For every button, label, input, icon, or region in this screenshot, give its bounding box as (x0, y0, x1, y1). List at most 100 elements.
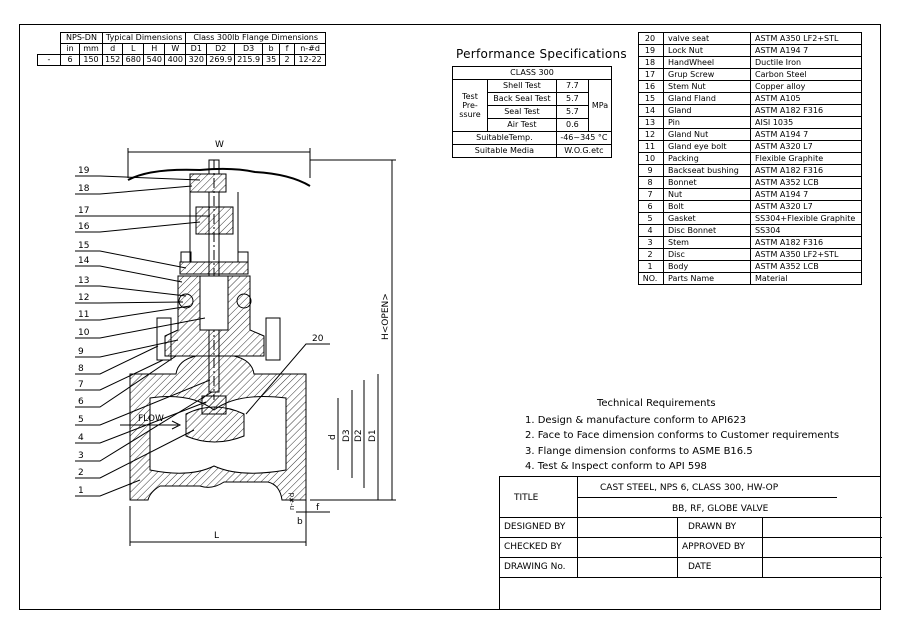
date-label: DATE (688, 562, 712, 572)
title-line-1: CAST STEEL, NPS 6, CLASS 300, HW-OP (600, 483, 779, 493)
dim-b-label: b (297, 517, 303, 527)
technical-item: 4. Test & Inspect conform to API 598 (525, 461, 707, 472)
dimensions-table: NPS-DN Typical Dimensions Class 300lb Fl… (37, 32, 327, 66)
handwheel-hub (189, 173, 227, 193)
technical-title: Technical Requirements (597, 398, 716, 409)
cell: 150 (79, 54, 103, 66)
leader (75, 391, 213, 462)
flow-label: FLOW (138, 414, 164, 424)
dim-d2-label: D2 (354, 429, 364, 442)
callout-17: 17 (78, 206, 89, 216)
callout-19: 19 (78, 166, 90, 176)
drawn-by-label: DRAWN BY (688, 522, 737, 532)
cell: 152 (101, 54, 124, 66)
test-value: 5.7 (555, 105, 590, 119)
dim-nd-label: n-#d (288, 493, 296, 510)
dim-h-label: H<OPEN> (381, 293, 391, 340)
designed-by-label: DESIGNED BY (504, 522, 566, 532)
bolt-right (265, 317, 281, 361)
part-material: Material (750, 272, 862, 285)
cell: 400 (164, 54, 187, 66)
cell: 320 (185, 54, 208, 66)
packing-chamber (199, 275, 229, 331)
technical-item: 1. Design & manufacture conform to API62… (525, 414, 747, 426)
leader (75, 345, 159, 375)
approved-by-label: APPROVED BY (682, 542, 746, 552)
leader (75, 301, 184, 304)
callout-13: 13 (78, 276, 89, 286)
callout-14: 14 (78, 256, 90, 266)
drawing-frame (19, 24, 881, 610)
dim-f-label: f (316, 503, 320, 513)
callout-20: 20 (312, 334, 324, 344)
bolt-left (156, 317, 172, 361)
gland-nut-left (180, 251, 192, 263)
technical-requirements: Technical Requirements 1. Design & manuf… (525, 396, 839, 475)
technical-item: 2. Face to Face dimension conforms to Cu… (525, 430, 840, 441)
callout-1: 1 (78, 486, 84, 496)
title-line-2: BB, RF, GLOBE VALVE (672, 504, 769, 514)
leader (75, 379, 211, 426)
performance-title: Performance Specifications (456, 47, 627, 61)
dim-d3-label: D3 (342, 429, 352, 442)
cell: 2 (279, 54, 296, 66)
leader (75, 355, 177, 408)
media-value: W.O.G.etc (555, 144, 613, 158)
yoke (189, 192, 239, 262)
dim-l-label: L (214, 531, 219, 541)
callout-2: 2 (78, 468, 84, 478)
leader (75, 479, 141, 497)
cell: 540 (143, 54, 166, 66)
cell: 12-22 (294, 54, 327, 66)
leader (75, 429, 195, 479)
handwheel-rim (127, 167, 311, 187)
callout-10: 10 (78, 328, 90, 338)
callout-8: 8 (78, 364, 84, 374)
leader (75, 359, 164, 391)
callout-11: 11 (78, 310, 89, 320)
callout-15: 15 (78, 241, 89, 251)
leader (75, 175, 201, 181)
leader (75, 250, 187, 269)
leader (245, 343, 330, 415)
checked-by-label: CHECKED BY (504, 542, 562, 552)
cell: 6 (60, 54, 80, 66)
part-name: Parts Name (663, 272, 751, 285)
technical-item: 3. Flange dimension conforms to ASME B16… (525, 445, 753, 457)
leader (75, 305, 191, 321)
unit-label: MPa (588, 79, 612, 132)
cell: 35 (262, 54, 281, 66)
drawing-no-label: DRAWING No. (504, 562, 566, 572)
cell: 269.9 (206, 54, 236, 66)
leader (75, 265, 183, 283)
gland-nut-right (237, 251, 249, 263)
leader (75, 339, 179, 358)
callout-5: 5 (78, 415, 84, 425)
divider (677, 517, 678, 577)
leader (75, 285, 187, 297)
divider (577, 517, 578, 577)
callout-6: 6 (78, 397, 84, 407)
gland-flange (179, 261, 249, 275)
callout-9: 9 (78, 347, 84, 357)
flow-arrow-head (171, 420, 182, 430)
dim-d-label: d (328, 434, 338, 440)
leader (75, 317, 206, 339)
callout-16: 16 (78, 222, 90, 232)
dim-w-label: W (215, 140, 224, 150)
